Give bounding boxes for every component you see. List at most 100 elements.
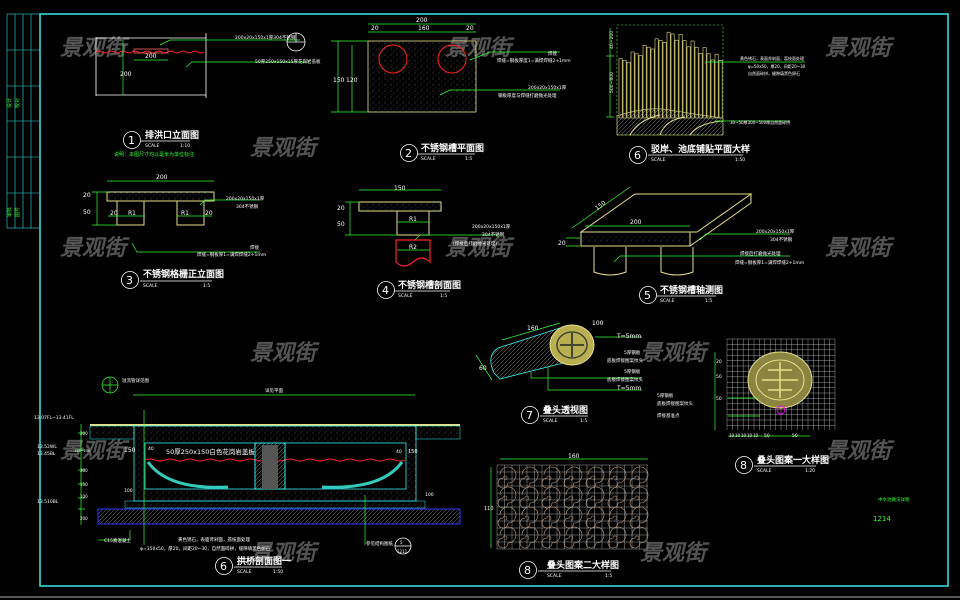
dimension-label: 50	[83, 209, 91, 216]
scroll-motif	[629, 466, 649, 489]
callout-text: 200x20x150x1厚304不锈钢	[235, 34, 296, 41]
callout-text: 焊缝=钢板厚1=满焊焊缝2+1mm	[735, 259, 804, 266]
scroll-motif	[563, 466, 583, 489]
scroll-motif	[541, 486, 561, 509]
drawing-2-trough-plan: 200 20 160 20 150 120 焊接 焊缝=钢板厚度1=满焊焊缝2+…	[331, 17, 571, 162]
drawing-6-arch-bridge-section: 溢流管详见图 详见平面 150 40 150 40 100 100 200 15…	[34, 376, 461, 575]
bamboo-stake	[674, 39, 679, 119]
callout-text: 5	[400, 540, 403, 545]
detail-number: 3	[126, 274, 133, 287]
dimension-label: 50	[764, 433, 770, 439]
bamboo-stake	[686, 46, 691, 119]
scroll-motif	[629, 486, 649, 509]
watermark: 景观街	[640, 541, 710, 566]
dimension-label: R2	[409, 244, 417, 251]
callout-text: 参见结构图纸	[366, 540, 393, 547]
dimension-label: 150~250	[74, 449, 90, 453]
scale-value: 1:5	[605, 573, 612, 579]
scroll-motif	[541, 466, 561, 489]
bamboo-stake	[718, 60, 723, 119]
note-text: 说明：本图尺寸均以毫米为单位标注	[114, 151, 194, 158]
watermark: 景观街	[250, 341, 320, 366]
callout-text: 200x20x150x1厚	[226, 196, 265, 202]
bamboo-stake	[638, 55, 643, 119]
scroll-motif	[497, 526, 517, 549]
title-block-cell: 图号	[15, 207, 21, 217]
scale-label: SCALE	[651, 157, 666, 163]
dimension-label: 160	[527, 325, 539, 332]
scroll-motif	[585, 506, 605, 529]
level-mark: 13.07FL~13.41FL	[34, 415, 74, 421]
callout-text: 30~50厚300~500厚自然面碎拼	[730, 119, 790, 125]
dimension-label: 150	[408, 449, 418, 455]
scale-value: 1:5	[203, 283, 210, 289]
dimension-label: 200	[80, 431, 88, 436]
bamboo-stake	[670, 33, 675, 119]
detail-number: 5	[644, 289, 651, 302]
dimension-label: 200	[630, 219, 642, 226]
callout-text: 304不锈钢	[770, 236, 793, 243]
dimension-label: 20	[371, 25, 379, 32]
detail-number-badge	[519, 561, 537, 579]
title-block-cell: 校对	[14, 98, 21, 108]
scroll-motif	[541, 526, 561, 549]
scroll-motif	[585, 486, 605, 509]
watermark: 景观街	[60, 36, 130, 61]
callout-text: 50厚250x150x15厚花岗岩盖板	[255, 58, 321, 65]
callout-text: T=5mm	[616, 385, 641, 392]
callout-text: 黄色锈石，表面斧剁面，荔枝面处理	[178, 536, 250, 543]
dimension-label: 50	[716, 374, 722, 380]
callout-text: 焊接	[250, 244, 259, 251]
dimension-label: 150	[80, 482, 88, 487]
detail-title: 不锈钢格栅正立面图	[143, 268, 224, 280]
bamboo-stake	[678, 34, 683, 119]
title-block-cell: 审核	[6, 207, 13, 217]
dimension-label: 20	[466, 25, 474, 32]
sheet-number: 1214	[873, 515, 891, 523]
watermark: 景观街	[825, 236, 895, 261]
scale-value: 1:50	[273, 569, 283, 575]
detail-title: 不锈钢槽平面图	[421, 142, 484, 154]
detail-title: 叠头图案二大样图	[547, 559, 619, 571]
scale-value: 1:10	[180, 143, 190, 149]
drawing-7-scroll-perspective: 160 100 60 T=5mm 5厚钢板 底板焊接图案纹头 5厚钢板 底板焊接…	[475, 320, 643, 424]
detail-number: 6	[634, 149, 641, 162]
scroll-motif	[519, 466, 539, 489]
watermark: 景观街	[60, 236, 130, 261]
detail-number: 8	[740, 459, 747, 472]
bamboo-stakes	[618, 31, 723, 119]
callout-text: 自然面碎拼，缝隙填黑色卵石	[748, 70, 800, 76]
callout-text: 焊缝=钢板厚度1=满焊焊缝2+1mm	[497, 57, 571, 64]
callout-text: 焊接基准点	[657, 412, 680, 419]
scroll-motif	[607, 506, 627, 529]
detail-number: 2	[405, 147, 412, 160]
dimension-label: 20	[83, 192, 91, 199]
scroll-motif	[607, 466, 627, 489]
dimension-label: R1	[128, 210, 136, 217]
dimension-label: 160	[568, 453, 580, 460]
dimension-label: R1	[409, 216, 417, 223]
detail-number: 6	[220, 560, 227, 573]
callout-text: 5厚钢板	[657, 392, 674, 399]
dimension-label: 200	[156, 174, 168, 181]
scale-value: 1:20	[805, 468, 815, 474]
detail-title: 排洪口立面图	[145, 129, 199, 141]
scale-label: SCALE	[398, 293, 413, 299]
dimension-label: 详见平面	[265, 387, 283, 394]
title-block	[6, 13, 41, 229]
dimension-label: 40~200	[609, 31, 615, 49]
bamboo-stake	[666, 31, 671, 119]
scale-value: 1:5	[465, 156, 472, 162]
dimension-label: 100	[592, 320, 604, 327]
dimension-label: 50	[337, 221, 345, 228]
dimension-label: 100	[80, 494, 88, 499]
callout-text: 304不锈钢	[236, 203, 259, 210]
dimension-label: 160	[418, 25, 430, 32]
scroll-motif	[629, 506, 649, 529]
detail-number: 8	[524, 564, 531, 577]
detail-title: 叠头图案一大样图	[757, 454, 829, 466]
detail-title: 拱桥剖面图一	[237, 555, 291, 567]
scale-value: 1:5	[705, 298, 712, 304]
detail-number-badge	[521, 406, 539, 424]
bamboo-stake	[646, 46, 651, 119]
